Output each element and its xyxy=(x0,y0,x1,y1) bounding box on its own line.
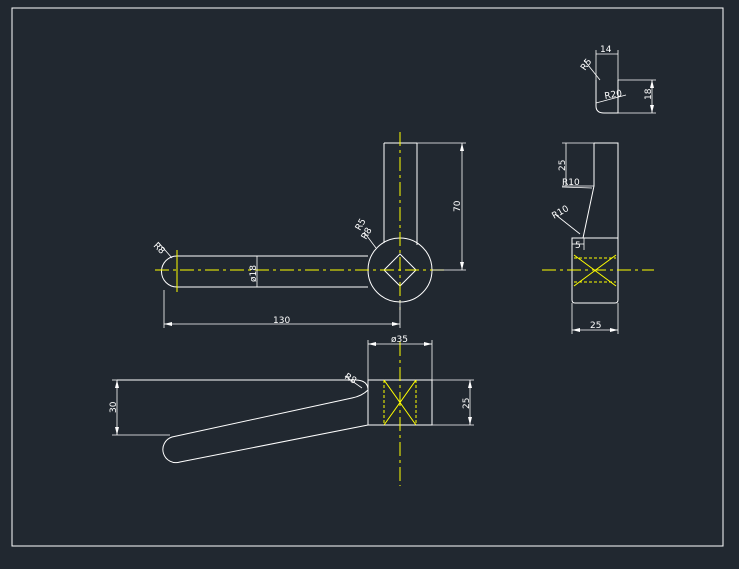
dim-70-text: 70 xyxy=(453,200,463,212)
dim-30-arrow-bottom xyxy=(115,427,119,435)
drawing-border xyxy=(11,7,724,547)
dim-dia18-text: ø18 xyxy=(249,265,259,282)
dim-r10a-leader xyxy=(561,186,593,189)
dim-r8-left-text: R8 xyxy=(151,241,167,257)
dim-25-side-text: 25 xyxy=(558,160,568,171)
dim-r20-text: R20 xyxy=(604,89,623,102)
dim-r5-detail-leader xyxy=(583,59,601,81)
dim-r8-left-leader xyxy=(157,241,173,259)
side-hub-rect xyxy=(571,237,619,304)
dim-18-arrow-top xyxy=(650,80,654,88)
dim-18-arrow-bottom xyxy=(650,105,654,113)
side-view: 25 R10 R10 5 25 xyxy=(542,142,654,334)
dim-r10a-text: R10 xyxy=(562,178,580,188)
dim-130-arrow-right xyxy=(392,322,400,326)
detail-view: 14 R5 R20 18 xyxy=(579,45,656,114)
side-arm-outline xyxy=(582,142,619,239)
top-view: 130 70 R8 ø18 R5 R8 xyxy=(151,132,466,328)
dim-r8-front-text: R8 xyxy=(343,372,359,387)
front-arm-outline xyxy=(117,379,369,464)
dim-dia35-arrow-right xyxy=(424,342,432,346)
dim-14-text: 14 xyxy=(600,45,612,55)
dim-r20-leader xyxy=(595,94,627,104)
front-view: ø35 R8 30 25 xyxy=(109,335,474,486)
top-arm-outline xyxy=(161,255,368,288)
dim-dia35-arrow-left xyxy=(368,342,376,346)
dim-25-front-arrow-bottom xyxy=(468,417,472,425)
dim-70-arrow-bottom xyxy=(460,262,464,270)
dim-25-width-arrow-left xyxy=(572,328,580,332)
dim-5-text: 5 xyxy=(575,241,581,251)
dim-18-text: 18 xyxy=(644,88,654,100)
dim-30-arrow-top xyxy=(115,380,119,388)
dim-25-front-arrow-top xyxy=(468,380,472,388)
dim-25-front-text: 25 xyxy=(462,398,472,409)
dim-30-text: 30 xyxy=(109,401,119,413)
dim-130-arrow-left xyxy=(164,322,172,326)
dim-r8-front-leader xyxy=(344,375,363,389)
dim-130-text: 130 xyxy=(273,316,290,326)
dim-dia35-text: ø35 xyxy=(391,335,408,345)
dim-25-width-arrow-right xyxy=(610,328,618,332)
dim-hub-radius-leader xyxy=(363,231,377,249)
dim-r10b-leader xyxy=(555,214,581,235)
dim-70-arrow-top xyxy=(460,143,464,151)
detail-outline xyxy=(595,80,619,114)
dim-25-width-text: 25 xyxy=(590,321,601,331)
